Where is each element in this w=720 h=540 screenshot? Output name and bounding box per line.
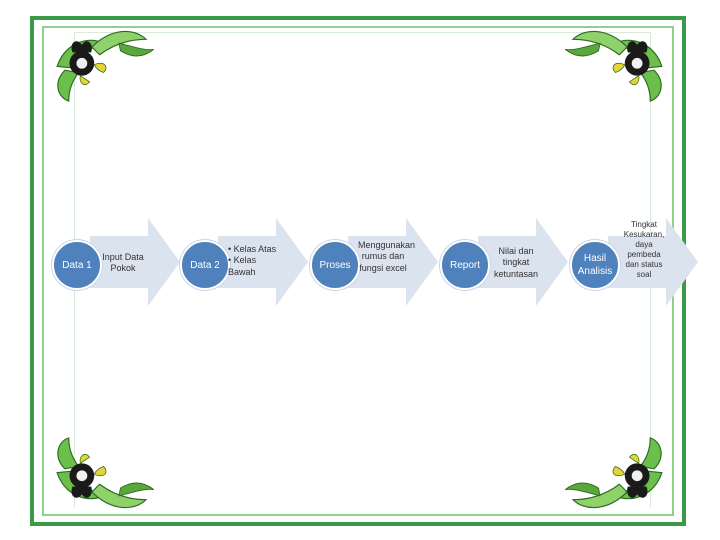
- floral-corner-icon: [56, 30, 155, 102]
- step-description: Input Data Pokok: [102, 252, 144, 274]
- arrow-shape: [218, 218, 308, 306]
- process-step-hasil-analisis: Hasil Analisis Tingkat Kesukaran, daya p…: [570, 216, 700, 308]
- step-label-circle: Proses: [310, 240, 360, 290]
- floral-corner-icon: [56, 437, 155, 509]
- process-step-data-1: Data 1 Input Data Pokok: [52, 216, 182, 308]
- step-description: Nilai dan tingkat ketuntasan: [493, 246, 539, 279]
- step-label-circle: Data 2: [180, 240, 230, 290]
- arrow-shape: [608, 218, 698, 306]
- step-description: Menggunakan rumus dan fungsi excel: [358, 240, 416, 273]
- step-label-circle: Report: [440, 240, 490, 290]
- process-step-data-2: Data 2 • Kelas Atas • Kelas Bawah: [180, 216, 310, 308]
- inner-guide-line: [74, 32, 650, 33]
- arrow-shape: [478, 218, 568, 306]
- arrow-shape: [90, 218, 180, 306]
- bullet-item: • Kelas Atas: [228, 244, 277, 254]
- arrow-shape: [348, 218, 438, 306]
- step-bullet-list: • Kelas Atas • Kelas Bawah: [228, 244, 284, 278]
- step-label-circle: Hasil Analisis: [570, 240, 620, 290]
- step-description: Tingkat Kesukaran, daya pembeda dan stat…: [623, 220, 665, 279]
- floral-corner-icon: [564, 30, 663, 102]
- step-label-circle: Data 1: [52, 240, 102, 290]
- floral-corner-icon: [564, 437, 663, 509]
- process-step-proses: Proses Menggunakan rumus dan fungsi exce…: [310, 216, 440, 308]
- process-step-report: Report Nilai dan tingkat ketuntasan: [440, 216, 570, 308]
- bullet-item: • Kelas Bawah: [228, 255, 257, 277]
